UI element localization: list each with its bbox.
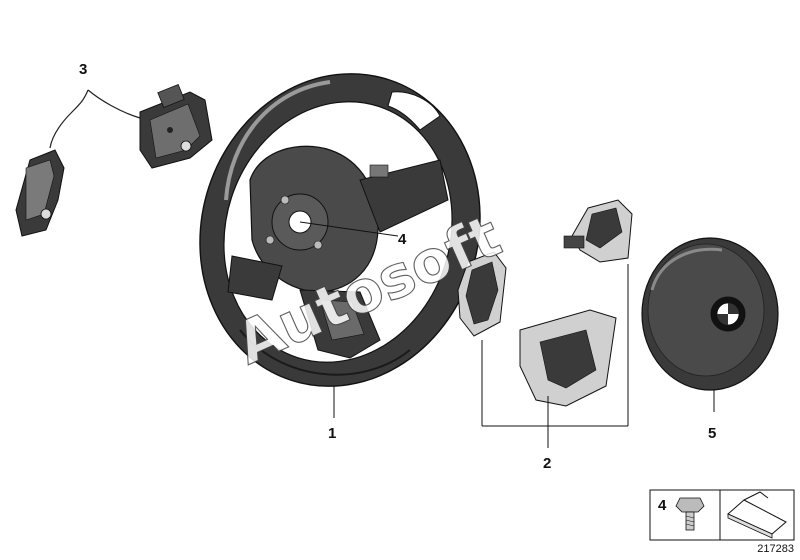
paddle-shifter-assembly — [15, 83, 213, 237]
legend-item-number: 4 — [658, 497, 667, 514]
callout-trim-set: 2 — [543, 455, 551, 472]
callout-screw: 4 — [398, 231, 407, 248]
legend-box: 4 — [649, 489, 795, 541]
callout-airbag: 5 — [708, 425, 716, 442]
steering-wheel — [199, 73, 481, 387]
trim-cover-set — [457, 199, 633, 448]
airbag-module — [641, 237, 779, 412]
callout-paddle-shifter: 3 — [79, 61, 87, 78]
callout-steering-wheel: 1 — [328, 425, 336, 442]
plate-icon — [727, 491, 787, 539]
diagram-number: 217283 — [757, 543, 794, 555]
screw-icon — [675, 497, 705, 531]
